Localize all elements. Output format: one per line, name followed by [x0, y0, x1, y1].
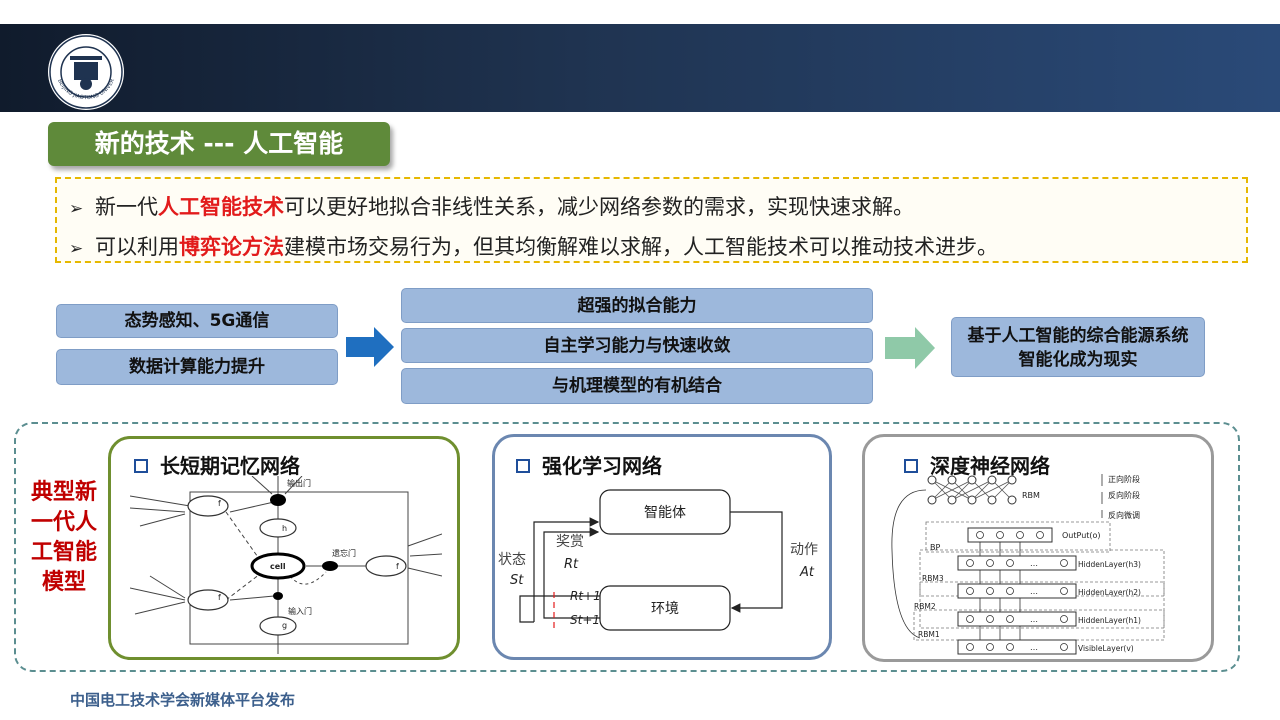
- input-box-sensing: 态势感知、5G通信: [56, 304, 338, 338]
- bullet-arrow-icon: ➢: [69, 239, 84, 259]
- svg-text:RBM3: RBM3: [922, 574, 944, 583]
- arrow-right-blue-icon: [346, 327, 394, 367]
- svg-text:cell: cell: [270, 562, 286, 571]
- svg-text:OutPut(o): OutPut(o): [1062, 531, 1101, 540]
- result-box: 基于人工智能的综合能源系统智能化成为现实: [951, 317, 1205, 377]
- svg-text:反向微调: 反向微调: [1108, 510, 1140, 520]
- svg-text:输入门: 输入门: [288, 606, 312, 616]
- input-box-computing: 数据计算能力提升: [56, 349, 338, 385]
- svg-text:RBM: RBM: [1022, 491, 1040, 500]
- svg-text:RBM2: RBM2: [914, 602, 936, 611]
- svg-text:…: …: [1030, 559, 1038, 568]
- svg-text:…: …: [1030, 615, 1038, 624]
- svg-text:Rt: Rt: [564, 557, 579, 572]
- svg-text:HiddenLayer(h2): HiddenLayer(h2): [1078, 588, 1141, 597]
- bullet-text: 可以更好地拟合非线性关系，减少网络参数的需求，实现快速求解。: [284, 195, 914, 219]
- svg-text:状态: 状态: [498, 552, 526, 568]
- rl-diagram: 智能体 环境 状态 奖赏 动作 St Rt At Rt+1 St+1: [498, 489, 818, 632]
- square-bullet-icon: [134, 458, 148, 473]
- bullet-text: 新一代: [95, 195, 158, 219]
- bullet-text: 建模市场交易行为，但其均衡解难以求解，人工智能技术可以推动技术进步。: [284, 235, 998, 259]
- svg-text:HiddenLayer(h3): HiddenLayer(h3): [1078, 560, 1141, 569]
- header-bar: [0, 24, 1280, 112]
- footer-publisher: 中国电工技术学会新媒体平台发布: [70, 691, 296, 709]
- bullet-item: ➢ 可以利用博弈论方法建模市场交易行为，但其均衡解难以求解，人工智能技术可以推动技…: [69, 231, 998, 261]
- svg-text:f: f: [396, 562, 399, 571]
- svg-text:遗忘门: 遗忘门: [332, 548, 356, 558]
- rl-title: 强化学习网络: [516, 450, 662, 479]
- dnn-title: 深度神经网络: [904, 450, 1050, 479]
- dnn-diagram: RBM 正向阶段 反向阶段 反向微调 BP OutPut(o) HiddenLa…: [891, 474, 1165, 655]
- university-logo: BEIJING JIAOTONG UNIVERSITY: [46, 32, 124, 110]
- svg-text:g: g: [282, 621, 287, 630]
- lstm-title: 长短期记忆网络: [134, 450, 300, 479]
- svg-text:智能体: 智能体: [644, 505, 686, 521]
- svg-text:f: f: [218, 499, 221, 508]
- top-margin: [0, 0, 1280, 24]
- arrow-right-green-icon: [885, 327, 935, 369]
- svg-text:…: …: [1030, 643, 1038, 652]
- svg-text:环境: 环境: [651, 601, 679, 617]
- square-bullet-icon: [904, 458, 918, 473]
- capability-box-learning: 自主学习能力与快速收敛: [401, 328, 873, 363]
- svg-text:BP: BP: [930, 543, 940, 552]
- svg-text:输出门: 输出门: [287, 478, 311, 488]
- svg-text:h: h: [282, 524, 287, 533]
- svg-text:动作: 动作: [790, 542, 818, 558]
- svg-text:At: At: [799, 565, 815, 580]
- svg-text:奖赏: 奖赏: [556, 533, 584, 550]
- lstm-diagram: cell 输出门 遗忘门 输入门 f f f h g: [130, 476, 442, 654]
- bullet-box: ➢ 新一代人工智能技术可以更好地拟合非线性关系，减少网络参数的需求，实现快速求解。…: [55, 177, 1248, 263]
- bullet-item: ➢ 新一代人工智能技术可以更好地拟合非线性关系，减少网络参数的需求，实现快速求解。: [69, 191, 914, 221]
- section-title: 新的技术 --- 人工智能: [48, 122, 390, 166]
- svg-text:反向阶段: 反向阶段: [1108, 490, 1140, 500]
- models-panel: [14, 422, 1240, 672]
- bullet-highlight: 博弈论方法: [179, 235, 284, 259]
- bullet-text: 可以利用: [95, 235, 179, 259]
- svg-text:正向阶段: 正向阶段: [1108, 474, 1140, 484]
- svg-text:…: …: [1030, 587, 1038, 596]
- models-side-label: 典型新一代人工智能模型: [30, 480, 97, 595]
- svg-text:Rt+1: Rt+1: [570, 589, 601, 603]
- capability-box-fitting: 超强的拟合能力: [401, 288, 873, 323]
- svg-text:RBM1: RBM1: [918, 630, 940, 639]
- rl-env-box: [599, 585, 731, 631]
- svg-text:VisibleLayer(v): VisibleLayer(v): [1078, 644, 1134, 653]
- capability-box-mechanism: 与机理模型的有机结合: [401, 368, 873, 404]
- svg-text:f: f: [218, 593, 221, 602]
- lstm-card: [108, 436, 460, 660]
- svg-text:St+1: St+1: [570, 613, 600, 627]
- svg-text:HiddenLayer(h1): HiddenLayer(h1): [1078, 616, 1141, 625]
- bullet-highlight: 人工智能技术: [158, 195, 284, 219]
- bullet-arrow-icon: ➢: [69, 199, 84, 219]
- svg-text:St: St: [510, 573, 524, 588]
- square-bullet-icon: [516, 458, 530, 473]
